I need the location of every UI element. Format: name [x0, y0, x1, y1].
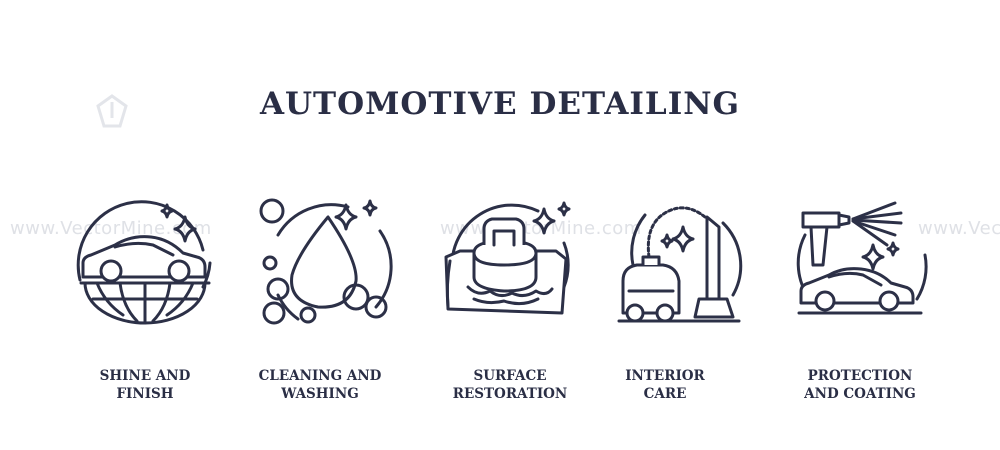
- label-interior-care: INTERIOR CARE: [580, 367, 750, 403]
- label-line1: SHINE AND: [99, 368, 191, 384]
- watermark-text-left: www.VectorMine.com: [10, 218, 212, 239]
- page-title: AUTOMOTIVE DETAILING: [259, 86, 741, 122]
- spray-car-coating-icon: [796, 195, 937, 335]
- vacuum-cleaner-icon: [615, 195, 755, 335]
- polisher-pad-icon: [438, 195, 578, 335]
- label-line2: CARE: [643, 386, 687, 402]
- watermark-logo-icon: [96, 94, 128, 128]
- label-line2: RESTORATION: [452, 386, 568, 402]
- label-line2: WASHING: [281, 386, 359, 402]
- label-protection-and-coating: PROTECTION AND COATING: [775, 367, 945, 403]
- car-shine-globe-icon: [75, 195, 215, 335]
- label-shine-and-finish: SHINE AND FINISH: [60, 367, 230, 403]
- label-line2: AND COATING: [804, 386, 916, 402]
- label-cleaning-and-washing: CLEANING AND WASHING: [235, 367, 405, 403]
- label-surface-restoration: SURFACE RESTORATION: [425, 367, 595, 403]
- label-line1: INTERIOR: [625, 368, 705, 384]
- label-line1: SURFACE: [473, 368, 547, 384]
- watermark-text-right: www.Vec: [918, 218, 1000, 239]
- label-line1: CLEANING AND: [258, 368, 382, 384]
- water-drop-bubbles-icon: [258, 195, 398, 335]
- label-line2: FINISH: [116, 386, 174, 402]
- label-line1: PROTECTION: [807, 368, 913, 384]
